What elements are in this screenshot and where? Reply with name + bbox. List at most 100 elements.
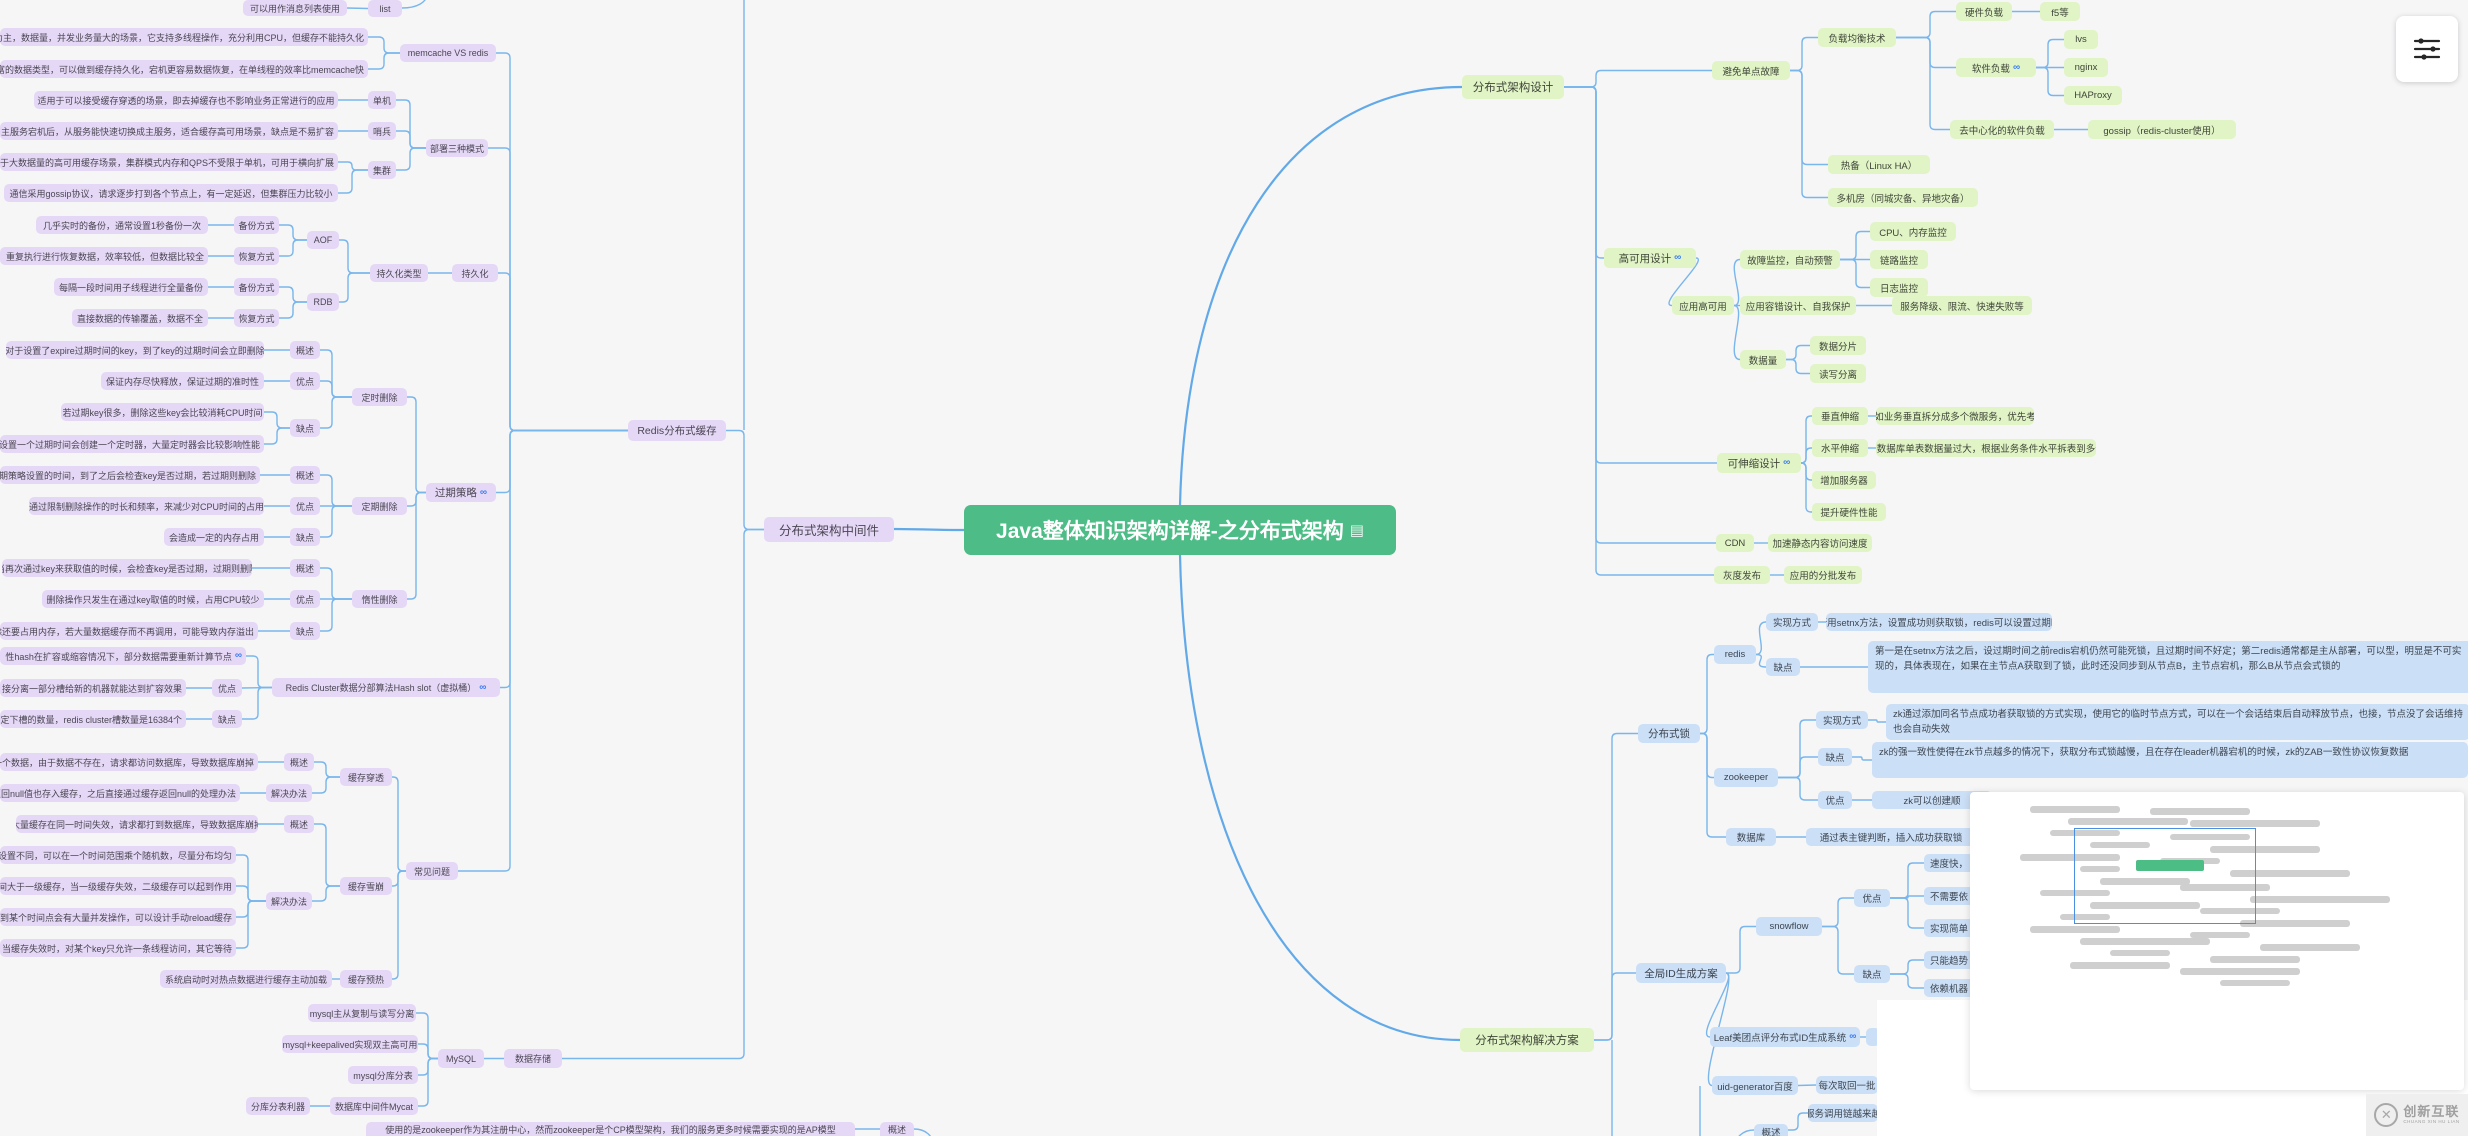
mindmap-node[interactable]: Leaf美团点评分布式ID生成系统∞ <box>1710 1027 1860 1047</box>
mindmap-node[interactable]: 缓存预热 <box>340 970 392 988</box>
mindmap-node[interactable]: 对于设置了expire过期时间的key，到了key的过期时间会立即删除 <box>6 341 264 359</box>
mindmap-node[interactable]: 分布式架构解决方案 <box>1460 1028 1594 1052</box>
mindmap-node[interactable]: 能预计到某个时间点会有大量并发操作，可以设计手动reload缓存 <box>0 908 236 926</box>
mindmap-node[interactable]: 定期策略设置的时间，到了之后会检查key是否过期，若过期则删除 <box>0 466 260 484</box>
mindmap-node[interactable]: 故障监控，自动预警 <box>1740 250 1840 269</box>
mindmap-node[interactable]: 若过期key很多，删除这些key会比较消耗CPU时间 <box>61 403 264 421</box>
mindmap-node[interactable]: 数据库 <box>1726 828 1776 846</box>
mindmap-node[interactable]: 可以用作消息列表使用 <box>243 0 347 16</box>
mindmap-node[interactable]: 概述 <box>290 559 320 577</box>
mindmap-node[interactable]: 恢复方式 <box>234 309 279 327</box>
mindmap-node[interactable]: 接分离一部分槽给新的机器就能达到扩容效果 <box>0 679 186 697</box>
mindmap-node[interactable]: 优点 <box>290 590 320 608</box>
mindmap-node[interactable]: 数据量 <box>1740 350 1786 369</box>
mindmap-node[interactable]: Redis分布式缓存 <box>628 420 726 441</box>
mindmap-node[interactable]: 删除操作只发生在通过key取值的时候，占用CPU较少 <box>42 590 264 608</box>
mindmap-node[interactable]: 实现方式 <box>1766 613 1818 631</box>
mindmap-node[interactable]: 数据分片 <box>1810 336 1866 355</box>
mindmap-node[interactable]: 几乎实时的备份，通常设置1秒备份一次 <box>36 216 208 234</box>
mindmap-node[interactable]: 全局ID生成方案 <box>1636 963 1726 983</box>
format-settings-button[interactable] <box>2396 16 2458 82</box>
mindmap-node[interactable]: HAProxy <box>2064 86 2122 105</box>
mindmap-node[interactable]: 提升硬件性能 <box>1812 503 1886 521</box>
mindmap-node[interactable]: 概述 <box>1754 1124 1788 1136</box>
mindmap-node[interactable] <box>1866 1028 1880 1046</box>
mindmap-node[interactable]: 垂直伸缩 <box>1812 407 1868 425</box>
mindmap-node[interactable]: 部署三种模式 <box>426 139 488 157</box>
mindmap-node[interactable]: 优点 <box>290 497 320 515</box>
mindmap-node[interactable]: 持久化类型 <box>370 264 428 282</box>
mindmap-node[interactable]: mysql+keepalived实现双主高可用 <box>282 1035 418 1053</box>
mindmap-node[interactable]: 分库分表利器 <box>246 1097 310 1115</box>
central-topic[interactable]: Java整体知识架构详解-之分布式架构▤ <box>964 505 1396 555</box>
mindmap-node[interactable]: 软件负载∞ <box>1956 58 2036 77</box>
mindmap-node[interactable]: mysql分库分表 <box>348 1066 418 1084</box>
mindmap-node[interactable]: 实现方式 <box>1816 711 1868 729</box>
mindmap-node[interactable]: memcache VS redis <box>400 44 496 62</box>
mindmap-node[interactable]: 多机房（同城灾备、异地灾备） <box>1828 188 1978 207</box>
mindmap-node[interactable]: 系统启动时对热点数据进行缓存主动加载 <box>160 970 332 988</box>
mindmap-node[interactable]: 数据库中间件Mycat <box>330 1097 418 1115</box>
mindmap-node[interactable]: mysql主从复制与读写分离 <box>308 1004 416 1022</box>
mindmap-node[interactable]: 应用的分批发布 <box>1784 566 1862 584</box>
mindmap-node[interactable]: zk的强一致性使得在zk节点越多的情况下，获取分布式锁越慢，且在存在leader… <box>1872 742 2468 778</box>
mindmap-node[interactable]: 缺点 <box>1818 748 1852 766</box>
mindmap-node[interactable]: 缺点 <box>212 710 242 728</box>
mindmap-node[interactable]: 使用的是zookeeper作为其注册中心，然而zookeeper是个CP模型架构… <box>366 1122 855 1136</box>
mindmap-node[interactable]: 硬件负载 <box>1956 2 2012 21</box>
mindmap-node[interactable]: gossip（redis-cluster使用） <box>2088 120 2236 139</box>
mindmap-node[interactable]: 流行用setnx方法，设置成功则获取锁，redis可以设置过期时间 <box>1826 613 2052 631</box>
mindmap-node[interactable]: 优点 <box>290 372 320 390</box>
mindmap-node[interactable]: 重复执行进行恢复数据，效率较低，但数据比较全 <box>0 247 208 265</box>
mindmap-node[interactable]: 概述 <box>880 1122 914 1136</box>
mindmap-node[interactable]: lvs <box>2064 30 2098 49</box>
mindmap-node[interactable]: 避免单点故障 <box>1712 61 1790 80</box>
mindmap-node[interactable]: 缺点 <box>290 419 320 437</box>
mindmap-node[interactable]: 通过表主键判断，插入成功获取锁 <box>1806 828 1976 846</box>
mindmap-node[interactable]: zk通过添加同名节点成功者获取锁的方式实现，使用它的临时节点方式，可以在一个会话… <box>1886 704 2468 740</box>
mindmap-node[interactable]: 实现简单 <box>1924 919 1974 937</box>
mindmap-node[interactable]: redis <box>1714 645 1756 664</box>
mindmap-node[interactable]: 不需要依 <box>1924 887 1974 905</box>
mindmap-node[interactable]: list <box>368 0 402 17</box>
mindmap-node[interactable]: 高可用设计∞ <box>1604 248 1696 268</box>
mindmap-node[interactable]: 比如业务垂直拆分成多个微服务，优先考虑 <box>1876 407 2034 425</box>
mindmap-node[interactable]: 通过限制删除操作的时长和频率，来减少对CPU时间的占用 <box>29 497 264 515</box>
mindmap-node[interactable]: AOF <box>307 231 339 249</box>
mindmap-node[interactable]: 灰度发布 <box>1714 566 1770 584</box>
mindmap-node[interactable]: 富的数据类型，可以做到缓存持久化，宕机更容易数据恢复，在单线程的效率比memca… <box>0 60 368 78</box>
mindmap-node[interactable]: 集群 <box>368 161 396 179</box>
mindmap-node[interactable]: CPU、内存监控 <box>1870 222 1956 241</box>
mindmap-node[interactable]: 持久化 <box>452 264 498 282</box>
mindmap-node[interactable]: 合于大数据量的高可用缓存场景，集群模式内存和QPS不受限于单机，可用于横向扩展 <box>0 153 338 171</box>
mindmap-node[interactable]: 定时删除 <box>352 388 407 406</box>
mindmap-node[interactable]: zookeeper <box>1714 768 1778 787</box>
mindmap-node[interactable]: CDN <box>1716 534 1754 552</box>
mindmap-node[interactable]: 为主，数据量，并发业务量大的场景，它支持多线程操作，充分利用CPU，但缓存不能持… <box>0 28 368 46</box>
mindmap-node[interactable]: 直接数据的传输覆盖，数据不全 <box>72 309 208 327</box>
minimap-viewport[interactable] <box>2074 828 2256 924</box>
mindmap-node[interactable]: 负载均衡技术 <box>1818 28 1896 47</box>
mindmap-node[interactable]: 大量缓存在同一时间失效，请求都打到数据库，导致数据库崩掉 <box>16 815 258 833</box>
mindmap-node[interactable]: 服务降级、限流、快速失败等 <box>1892 296 2032 315</box>
mindmap-node[interactable]: 只能趋势 <box>1924 951 1974 969</box>
mindmap-node[interactable]: 数据存储 <box>504 1049 562 1068</box>
mindmap-node[interactable]: 概述 <box>290 466 320 484</box>
minimap-panel[interactable] <box>1970 792 2464 1090</box>
mindmap-node[interactable]: 增加服务器 <box>1812 471 1876 489</box>
mindmap-node[interactable]: 效时间设置不同，可以在一个时间范围乘个随机数，尽量分布均匀 <box>0 846 236 864</box>
mindmap-node[interactable]: 单机 <box>368 91 396 109</box>
mindmap-node[interactable]: 据库返回null值也存入缓存，之后直接通过缓存返回null的处理办法 <box>0 784 240 802</box>
mindmap-node[interactable]: zk可以创建顺 <box>1872 791 1992 809</box>
mindmap-node[interactable]: 缓存雪崩 <box>340 877 392 895</box>
mindmap-node[interactable]: 队列，当缓存失效时，对某个key只允许一条线程访问，其它等待 <box>0 939 236 957</box>
mindmap-node[interactable]: 优点 <box>212 679 242 697</box>
mindmap-node[interactable]: 解决办法 <box>266 784 312 802</box>
mindmap-node[interactable]: 去中心化的软件负载 <box>1950 120 2054 139</box>
mindmap-node[interactable]: 概述 <box>284 753 314 771</box>
mindmap-node[interactable]: 求同一个数据，由于数据不存在，请求都访问数据库，导致数据库崩掉 <box>0 753 258 771</box>
mindmap-node[interactable]: nginx <box>2064 58 2108 77</box>
mindmap-node[interactable]: 随着微服务调用链越来越复杂， <box>1808 1104 1878 1122</box>
mindmap-node[interactable]: 分布式架构设计 <box>1462 75 1564 99</box>
